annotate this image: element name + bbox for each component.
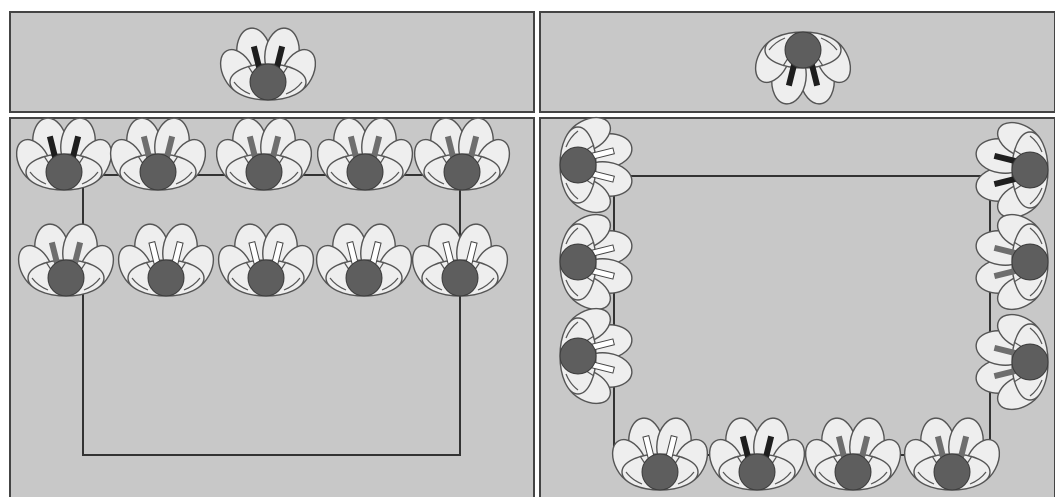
scene-diagram	[0, 0, 1055, 497]
